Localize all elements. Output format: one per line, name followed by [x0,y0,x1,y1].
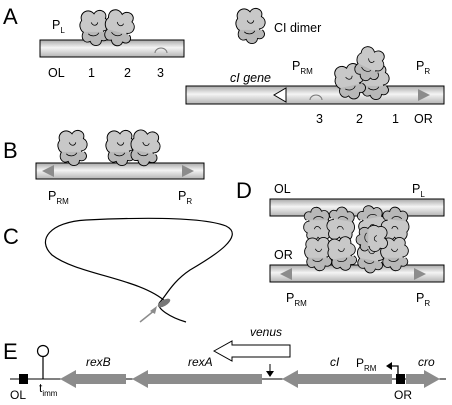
label-pr-b: PR [178,189,192,206]
pointer-arrow-head [150,306,157,314]
label-ol-d: OL [274,182,291,196]
terminator-loop [36,344,50,358]
label-ol: OL [48,66,65,80]
prm-bent-arrow-head [386,362,392,370]
panel-label-a: A [3,4,18,29]
gene-rexB-label: rexB [86,355,111,369]
prm-bent-arrow [390,365,399,376]
ci-dimer-ol1 [79,9,110,47]
label-prm-e: PRM [356,356,377,373]
label-prm-b: PRM [48,189,69,206]
gene-cro-label: cro [418,355,435,369]
prm-arrow-b [42,165,54,177]
empty-site-ol3 [154,47,168,54]
label-prm-d: PRM [286,291,307,308]
label-pr-d: PR [416,291,430,308]
gene-venus-arrow [212,340,291,362]
panel-label-d: D [236,178,252,203]
prm-arrow-a [273,87,287,103]
or-site-3: 3 [316,112,323,126]
gene-rexB-arrow [60,370,126,388]
panel-label-e: E [3,339,18,364]
empty-site-or3 [309,94,323,101]
label-cI-gene: cI gene [230,71,271,85]
gene-rexA-label: rexA [188,355,213,369]
ci-dimer-b2 [105,129,136,167]
venus-insertion-head [266,371,274,377]
ci-dimer-b1 [57,129,88,167]
label-pl-d: PL [412,182,425,199]
label-pl-a: PL [52,18,65,35]
label-prm-a: PRM [292,59,313,76]
legend-cI-dimer: CI dimer [274,21,321,35]
ol-site-3: 3 [157,66,164,80]
label-timm: timm [39,381,58,398]
ol-site-2: 2 [124,66,131,80]
label-ol-e: OL [10,388,26,402]
or-site-2: 2 [356,112,363,126]
label-or-d: OR [274,248,293,262]
panel-label-c: C [3,224,19,249]
gene-venus-label: venus [250,325,282,339]
ol-site-1: 1 [88,66,95,80]
prm-arrow-d [280,268,292,280]
ci-dimer-legend-icon [235,7,266,45]
gene-cI-arrow [282,370,392,388]
gene-cI-label: cI [330,355,340,369]
gene-rexA-arrow [132,370,262,388]
pr-arrow-a [418,89,430,101]
pr-arrow-d [414,268,426,280]
dna-d-top [269,198,445,217]
label-pr-a: PR [416,59,430,76]
ci-dimer-b3 [126,127,164,169]
ol-site-box [19,374,28,384]
or-site-1: 1 [392,112,399,126]
dna-loop [45,217,233,323]
label-or-a: OR [414,112,433,126]
looped-complex [157,298,171,308]
dna-d-bottom [269,264,445,283]
pr-arrow-b [182,165,194,177]
label-or-e: OR [394,388,412,402]
panel-label-b: B [3,138,18,163]
gene-cro-arrow [406,370,440,388]
or-site-box [396,374,405,384]
